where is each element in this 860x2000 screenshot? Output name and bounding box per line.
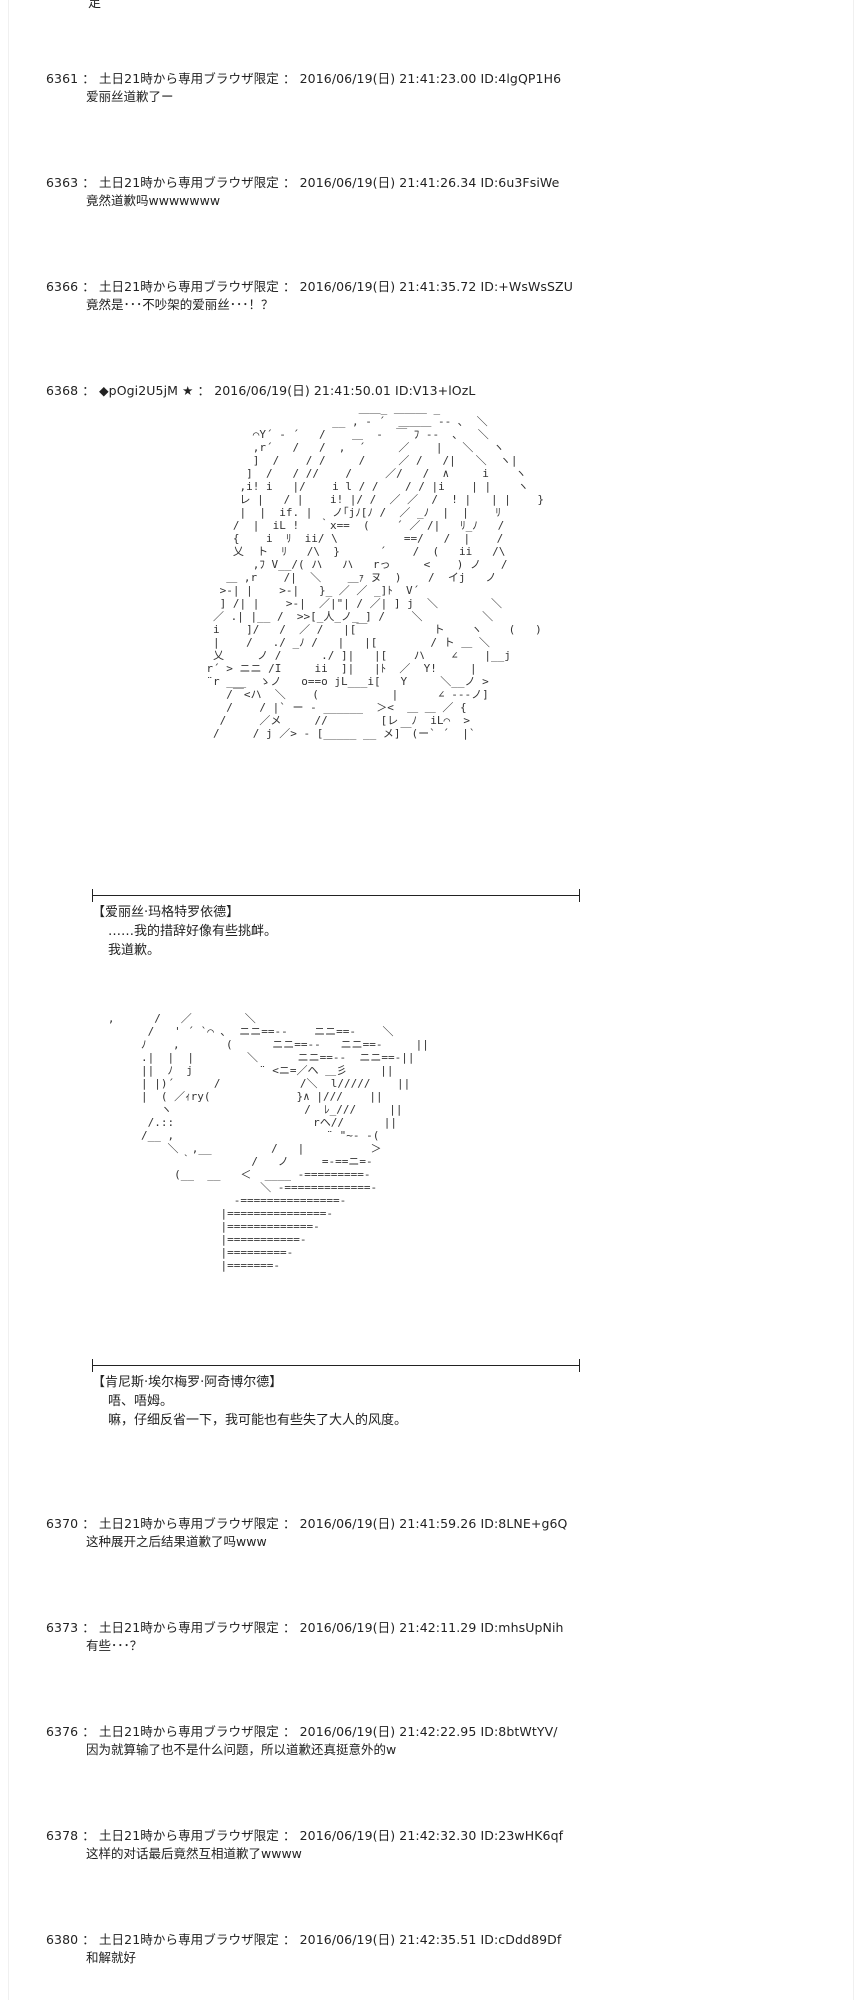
post-6370: 6370 ： 土日21時から専用ブラウザ限定 ： 2016/06/19(日) 2… xyxy=(46,1515,567,1551)
speaker-name: 【爱丽丝·玛格特罗依德】 xyxy=(92,905,240,920)
ascii-art-alice: ＿＿_ ＿＿＿ _ __ , ‐ ´ ＿＿＿ -- ､ ＼ ⌒Y´ ‐ ´ / … xyxy=(206,402,544,740)
page-frame xyxy=(8,0,854,2000)
dialogue-line: 我道歉。 xyxy=(108,943,161,958)
post-header: 6376 ： 土日21時から専用ブラウザ限定 ： 2016/06/19(日) 2… xyxy=(46,1724,558,1739)
post-body: 这种展开之后结果道歉了吗www xyxy=(86,1534,267,1549)
post-6380: 6380 ： 土日21時から専用ブラウザ限定 ： 2016/06/19(日) 2… xyxy=(46,1931,561,1967)
post-6378: 6378 ： 土日21時から専用ブラウザ限定 ： 2016/06/19(日) 2… xyxy=(46,1827,563,1863)
post-header: 6378 ： 土日21時から専用ブラウザ限定 ： 2016/06/19(日) 2… xyxy=(46,1828,564,1843)
dialogue-line: ……我的措辞好像有些挑衅。 xyxy=(108,924,278,939)
caption-alice: 【爱丽丝·玛格特罗依德】 ……我的措辞好像有些挑衅。 我道歉。 xyxy=(92,903,277,960)
dialogue-line: 嘛，仔细反省一下，我可能也有些失了大人的风度。 xyxy=(108,1413,408,1428)
post-6368: 6368 ： ◆pOgi2U5jM ★ ： 2016/06/19(日) 21:4… xyxy=(46,382,475,400)
post-6376: 6376 ： 土日21時から専用ブラウザ限定 ： 2016/06/19(日) 2… xyxy=(46,1723,558,1759)
post-header: 6368 ： ◆pOgi2U5jM ★ ： 2016/06/19(日) 21:4… xyxy=(46,383,476,398)
caption-kayneth: 【肯尼斯·埃尔梅罗·阿奇博尔德】 唔、唔姆。 嘛，仔细反省一下，我可能也有些失了… xyxy=(92,1373,407,1430)
post-body: 竟然道歉吗wwwwwww xyxy=(86,193,221,208)
divider-line xyxy=(92,1359,580,1372)
post-body: 竟然是･･･不吵架的爱丽丝･･･！？ xyxy=(86,297,274,312)
post-header: 6361 ： 土日21時から専用ブラウザ限定 ： 2016/06/19(日) 2… xyxy=(46,71,562,86)
post-header: 6373 ： 土日21時から専用ブラウザ限定 ： 2016/06/19(日) 2… xyxy=(46,1620,564,1635)
post-header: 6366 ： 土日21時から専用ブラウザ限定 ： 2016/06/19(日) 2… xyxy=(46,279,573,294)
post-header: 6370 ： 土日21時から専用ブラウザ限定 ： 2016/06/19(日) 2… xyxy=(46,1516,568,1531)
ascii-art-kayneth: , / ／ ＼ / ' ´ `⌒ ､ ニニ==-- ニニ==- ＼ ﾉ , ( … xyxy=(107,1012,429,1272)
post-body: 和解就好 xyxy=(86,1950,137,1965)
cut-off-text: 足 xyxy=(88,0,102,11)
post-6373: 6373 ： 土日21時から専用ブラウザ限定 ： 2016/06/19(日) 2… xyxy=(46,1619,564,1655)
post-6361: 6361 ： 土日21時から専用ブラウザ限定 ： 2016/06/19(日) 2… xyxy=(46,70,561,106)
divider-line xyxy=(92,889,580,902)
post-header: 6363 ： 土日21時から専用ブラウザ限定 ： 2016/06/19(日) 2… xyxy=(46,175,560,190)
post-header: 6380 ： 土日21時から専用ブラウザ限定 ： 2016/06/19(日) 2… xyxy=(46,1932,562,1947)
post-body: 有些･･･？ xyxy=(86,1638,143,1653)
dialogue-line: 唔、唔姆。 xyxy=(108,1394,174,1409)
post-body: 因为就算输了也不是什么问题，所以道歉还真挺意外的w xyxy=(86,1742,397,1757)
post-body: 这样的对话最后竟然互相道歉了wwww xyxy=(86,1846,302,1861)
post-6363: 6363 ： 土日21時から専用ブラウザ限定 ： 2016/06/19(日) 2… xyxy=(46,174,559,210)
post-body: 爱丽丝道歉了ー xyxy=(86,89,174,104)
post-6366: 6366 ： 土日21時から専用ブラウザ限定 ： 2016/06/19(日) 2… xyxy=(46,278,573,314)
speaker-name: 【肯尼斯·埃尔梅罗·阿奇博尔德】 xyxy=(92,1375,283,1390)
